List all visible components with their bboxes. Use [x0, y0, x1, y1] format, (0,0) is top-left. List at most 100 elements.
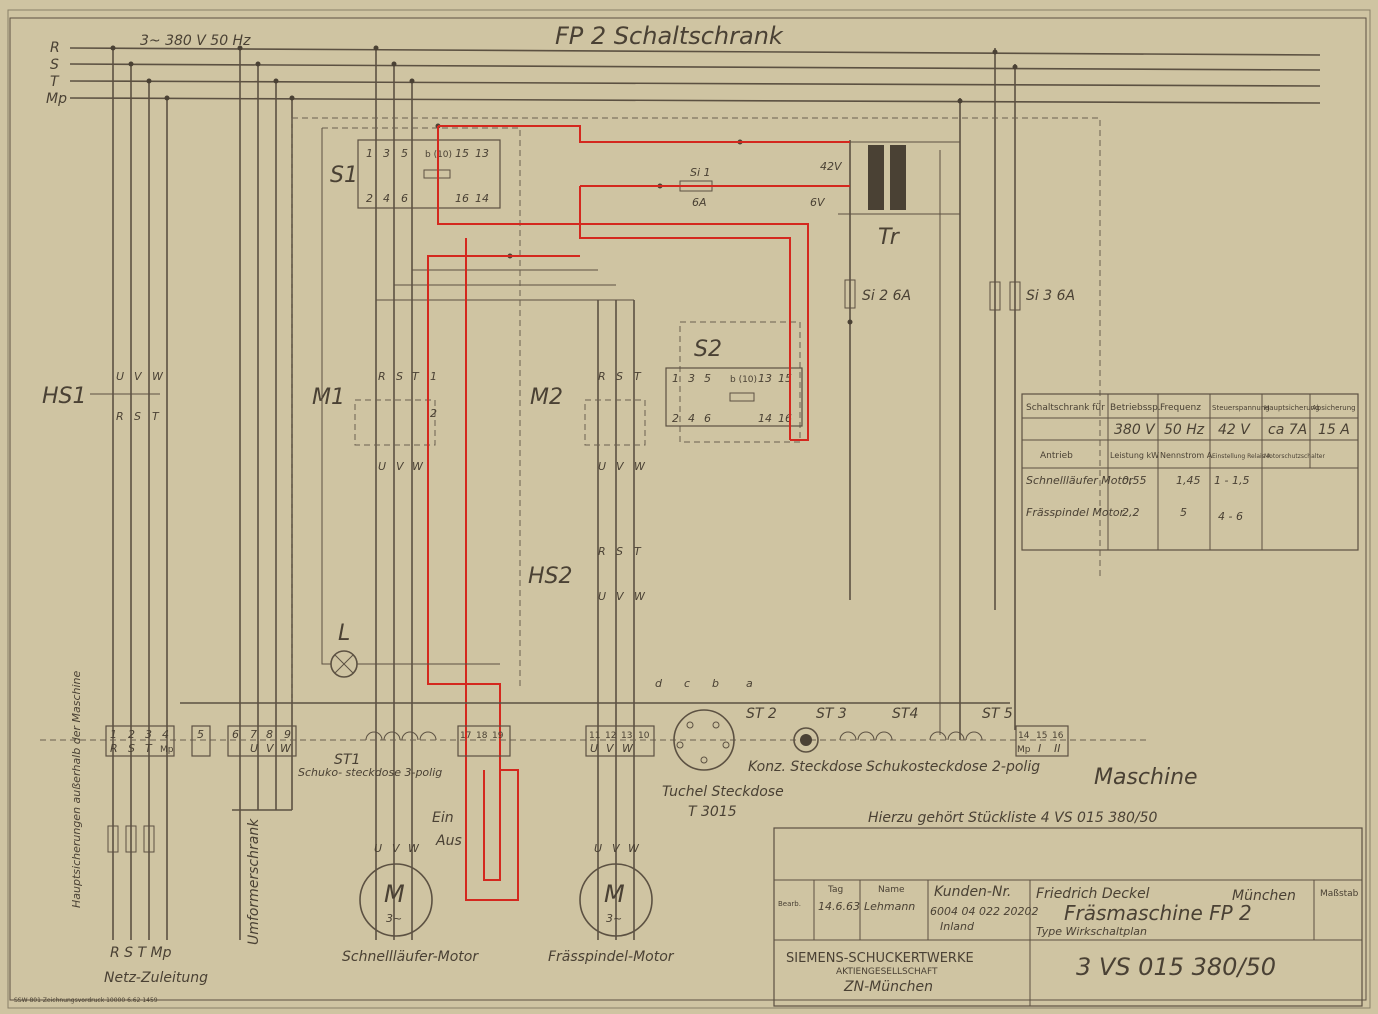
svg-text:a: a — [746, 677, 753, 690]
svg-text:S: S — [396, 370, 403, 383]
svg-text:Mp: Mp — [1017, 745, 1031, 755]
svg-text:Steuerspannung: Steuerspannung — [1212, 404, 1270, 412]
svg-text:Absicherung: Absicherung — [1312, 404, 1356, 412]
svg-text:Type Wirkschaltplan: Type Wirkschaltplan — [1036, 925, 1147, 938]
svg-text:U: U — [598, 590, 606, 603]
schuko2-label: Schukosteckdose 2-polig — [866, 759, 1040, 775]
svg-text:3~: 3~ — [386, 912, 402, 925]
svg-text:S: S — [616, 545, 623, 558]
main-fuses — [107, 825, 155, 853]
svg-text:R: R — [116, 410, 124, 423]
svg-text:1,45: 1,45 — [1176, 474, 1201, 487]
supply-rails: R S T Mp — [46, 40, 1321, 107]
svg-text:W: W — [622, 742, 634, 755]
svg-text:42 V: 42 V — [1218, 422, 1251, 438]
s1-label: S1 — [330, 163, 358, 188]
svg-text:13: 13 — [621, 731, 632, 741]
socket-tuchel: d c b a Tuchel Steckdose T 3015 — [655, 677, 784, 820]
svg-text:S: S — [134, 410, 141, 423]
svg-text:50 Hz: 50 Hz — [1164, 422, 1205, 438]
svg-text:W: W — [152, 370, 164, 383]
svg-text:0,55: 0,55 — [1122, 474, 1147, 487]
svg-text:Betriebssp.: Betriebssp. — [1110, 403, 1161, 413]
svg-text:AKTIENGESELLSCHAFT: AKTIENGESELLSCHAFT — [836, 967, 938, 977]
svg-text:ca 7A: ca 7A — [1268, 422, 1307, 438]
transformer-tr: Tr 42V 6V — [810, 141, 960, 250]
svg-text:U: U — [374, 842, 382, 855]
cabinet-outline — [291, 117, 1101, 700]
svg-text:b (10): b (10) — [730, 375, 757, 385]
svg-text:4 - 6: 4 - 6 — [1218, 510, 1243, 523]
netz-letters: R S T Mp — [110, 945, 172, 961]
svg-text:14: 14 — [758, 412, 772, 425]
svg-text:Antrieb: Antrieb — [1040, 451, 1073, 461]
svg-text:1: 1 — [672, 372, 679, 385]
svg-text:U: U — [250, 742, 258, 755]
rail-mp: Mp — [46, 91, 67, 107]
footer-print: SSW 801 Zeichnungsvordruck 10000 6.62 14… — [14, 997, 158, 1004]
si1-label: Si 1 — [690, 166, 711, 179]
svg-text:V: V — [134, 370, 143, 383]
svg-text:3: 3 — [383, 147, 390, 160]
svg-text:8: 8 — [266, 728, 273, 741]
netz-label: Netz-Zuleitung — [104, 970, 208, 986]
svg-text:Maßstab: Maßstab — [1320, 889, 1359, 899]
maschine-label: Maschine — [1094, 765, 1198, 790]
svg-text:Frässpindel Motor: Frässpindel Motor — [1026, 506, 1126, 519]
svg-text:2: 2 — [430, 407, 437, 420]
svg-text:2: 2 — [128, 728, 135, 741]
st3-label: ST 3 — [816, 706, 847, 722]
svg-text:1: 1 — [110, 728, 117, 741]
svg-text:V: V — [612, 842, 621, 855]
svg-text:R: R — [598, 545, 606, 558]
svg-text:9: 9 — [284, 728, 291, 741]
svg-text:11: 11 — [589, 731, 600, 741]
svg-text:U: U — [378, 460, 386, 473]
svg-text:4: 4 — [688, 412, 695, 425]
svg-text:Hauptsicherung: Hauptsicherung — [1264, 404, 1320, 412]
svg-text:5: 5 — [1180, 506, 1187, 519]
svg-text:15 A: 15 A — [1318, 422, 1350, 438]
socket-st1: ST1 Schuko- steckdose 3-polig — [298, 731, 442, 779]
s2-label: S2 — [694, 337, 722, 362]
tr-label: Tr — [878, 225, 901, 250]
svg-text:T: T — [634, 545, 642, 558]
st1-label: ST1 — [334, 752, 360, 768]
aus-label: Aus — [435, 833, 462, 849]
rail-s: S — [50, 57, 59, 73]
siemens-label: SIEMENS-SCHUCKERTWERKE — [786, 951, 974, 966]
svg-text:3~: 3~ — [606, 912, 622, 925]
svg-text:W: W — [412, 460, 424, 473]
svg-text:16: 16 — [455, 192, 469, 205]
svg-text:Schukosteckdose 2-polig: Schukosteckdose 2-polig — [866, 759, 1040, 775]
svg-text:6: 6 — [401, 192, 408, 205]
st5-label: ST 5 — [982, 706, 1013, 722]
title-block: Tag Name Bearb. 14.6.63 Lehmann Kunden-N… — [773, 827, 1363, 1007]
svg-text:6: 6 — [232, 728, 239, 741]
svg-text:V: V — [392, 842, 401, 855]
tuchel-label: Tuchel Steckdose — [662, 784, 784, 800]
svg-text:S: S — [616, 370, 623, 383]
svg-text:15: 15 — [778, 372, 792, 385]
svg-text:6004 04 022 20202: 6004 04 022 20202 — [930, 905, 1038, 918]
svg-text:Motorschutzschalter: Motorschutzschalter — [1264, 453, 1325, 460]
svg-text:V: V — [266, 742, 275, 755]
svg-text:U: U — [598, 460, 606, 473]
terminal-5: 5 — [191, 725, 211, 757]
svg-text:Nennstrom A: Nennstrom A — [1160, 451, 1213, 460]
svg-text:R: R — [378, 370, 386, 383]
svg-text:W: W — [628, 842, 640, 855]
lamp-label: L — [338, 621, 350, 646]
lamp-l: L — [321, 128, 500, 678]
supply-label: 3~ 380 V 50 Hz — [140, 33, 251, 49]
drawing-title: FP 2 Schaltschrank — [555, 22, 784, 50]
svg-text:2: 2 — [672, 412, 679, 425]
svg-text:Inland: Inland — [940, 920, 975, 933]
